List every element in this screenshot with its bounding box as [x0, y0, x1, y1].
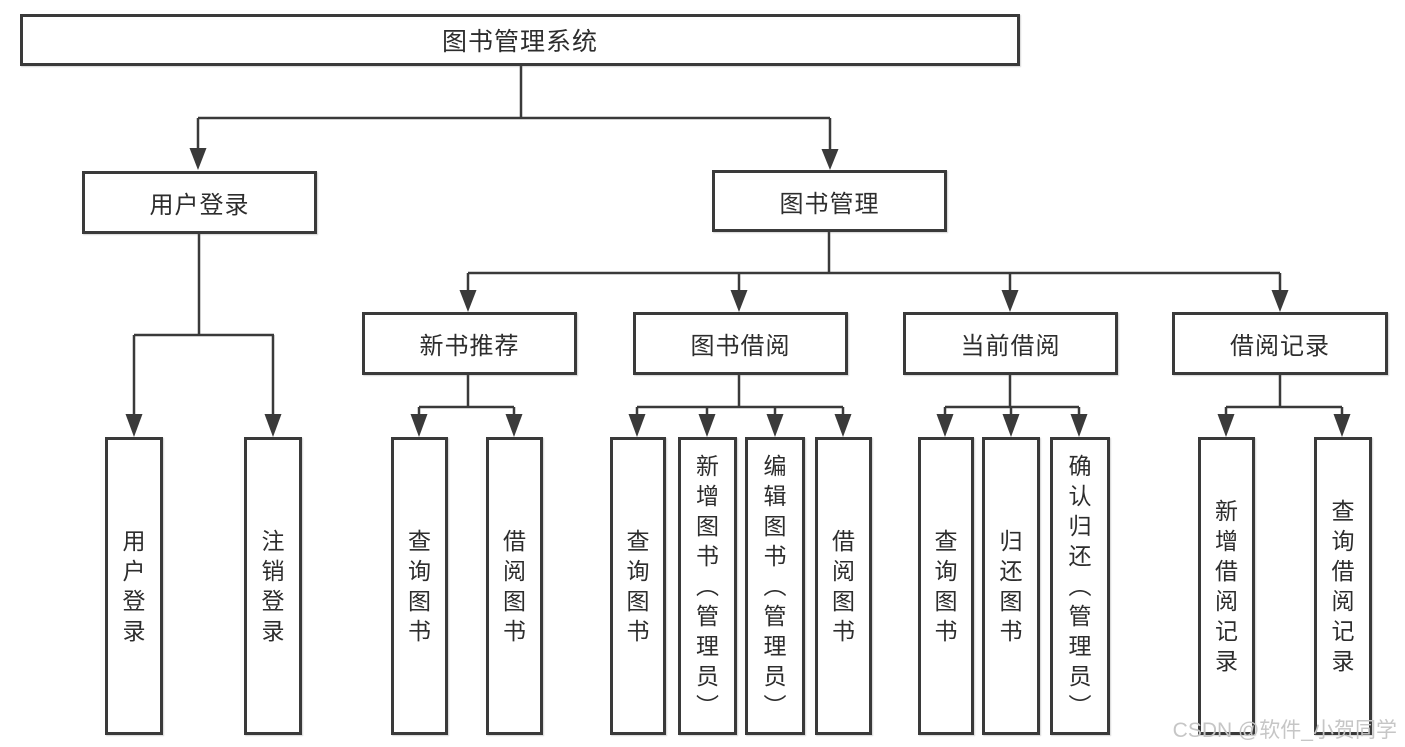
node-root: 图书管理系统: [20, 14, 1020, 66]
leaf-current-borrow-confirm: 确认归还︵管理员︶: [1050, 437, 1110, 735]
connector-new-books-split: [410, 375, 523, 437]
node-book-management: 图书管理: [712, 170, 947, 232]
connector-borrow-records-split: [1217, 375, 1351, 437]
connector-user-login-split: [125, 234, 282, 437]
leaf-book-borrow-edit: 编辑图书︵管理员︶: [745, 437, 805, 735]
leaf-book-borrow-add: 新增图书︵管理员︶: [678, 437, 737, 735]
leaf-new-books-query: 查询图书: [391, 437, 448, 735]
leaf-new-books-borrow: 借阅图书: [486, 437, 543, 735]
connector-book-management-split: [459, 232, 1289, 312]
node-borrow-records: 借阅记录: [1172, 312, 1388, 375]
connector-book-borrow-split: [628, 375, 852, 437]
connector-root-split: [189, 66, 839, 170]
node-new-books: 新书推荐: [362, 312, 577, 375]
leaf-borrow-records-add: 新增借阅记录: [1198, 437, 1255, 735]
leaf-user-login-login: 用户登录: [105, 437, 163, 735]
watermark: CSDN @软件_小贺同学: [1172, 719, 1397, 742]
leaf-current-borrow-query: 查询图书: [918, 437, 974, 735]
leaf-user-login-logout: 注销登录: [244, 437, 302, 735]
leaf-book-borrow-query: 查询图书: [610, 437, 666, 735]
connector-current-borrow-split: [936, 375, 1088, 437]
leaf-current-borrow-return: 归还图书: [982, 437, 1040, 735]
node-current-borrow: 当前借阅: [903, 312, 1118, 375]
node-user-login: 用户登录: [82, 171, 317, 234]
leaf-borrow-records-query: 查询借阅记录: [1314, 437, 1372, 735]
node-book-borrow: 图书借阅: [633, 312, 848, 375]
leaf-book-borrow-borrow: 借阅图书: [815, 437, 872, 735]
